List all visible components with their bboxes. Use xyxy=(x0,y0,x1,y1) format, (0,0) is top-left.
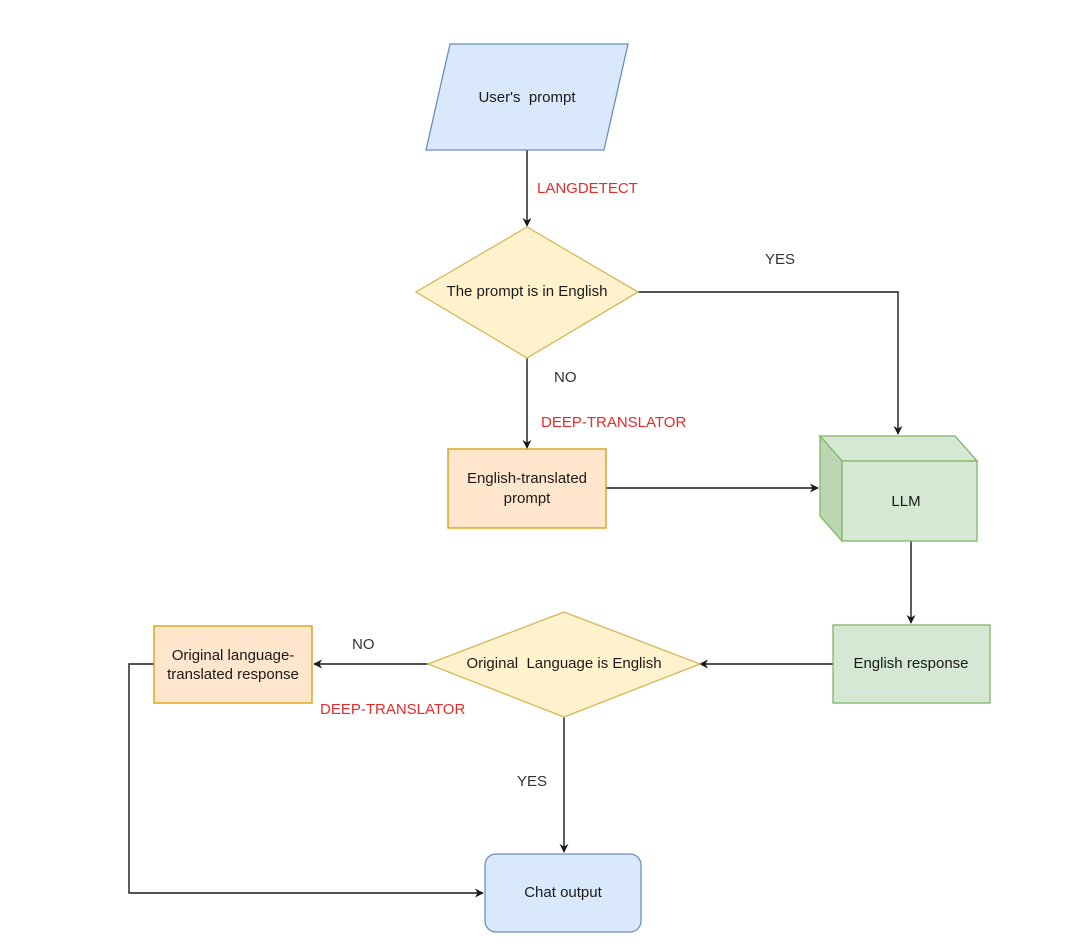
yes-label-top: YES xyxy=(765,251,795,268)
english-response-node xyxy=(832,624,991,704)
deep-translator-label-bottom: DEEP-TRANSLATOR xyxy=(320,701,465,718)
user-prompt-label: User's prompt xyxy=(478,89,576,106)
is-english-label: The prompt is in English xyxy=(447,283,608,300)
edge-original-to-output xyxy=(128,663,484,898)
deep-translator-label-top: DEEP-TRANSLATOR xyxy=(541,414,686,431)
is-english-decision xyxy=(414,226,640,359)
llm-cube-front xyxy=(841,460,978,542)
translated-prompt-node xyxy=(447,448,607,529)
no-label-top: NO xyxy=(554,369,577,386)
translated-prompt-line1: English-translated xyxy=(467,470,587,487)
llm-node xyxy=(818,434,979,543)
original-is-english-decision xyxy=(426,611,702,718)
user-prompt-node xyxy=(425,43,629,151)
translated-prompt-line2: prompt xyxy=(504,490,552,507)
yes-label-bottom: YES xyxy=(517,773,547,790)
english-response-label: English response xyxy=(853,655,968,672)
no-label-bottom: NO xyxy=(352,636,375,653)
edge-decision-yes-to-llm xyxy=(638,291,903,435)
original-is-english-label: Original Language is English xyxy=(466,655,661,672)
chat-output-node xyxy=(484,853,642,933)
llm-cube-top xyxy=(818,435,979,462)
original-translated-node xyxy=(153,625,313,704)
langdetect-label: LANGDETECT xyxy=(537,180,638,197)
original-translated-line2: translated response xyxy=(167,666,299,683)
chat-output-label: Chat output xyxy=(524,884,602,901)
original-translated-line1: Original language- xyxy=(172,647,295,664)
llm-label: LLM xyxy=(891,493,920,510)
